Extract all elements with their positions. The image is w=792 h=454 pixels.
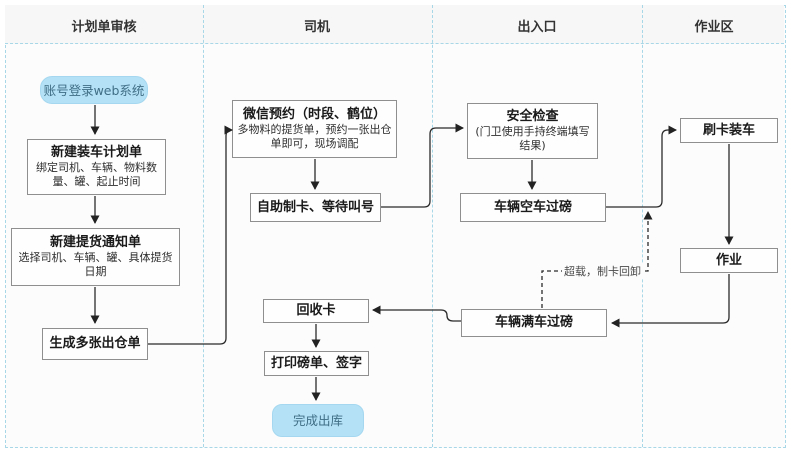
node-subtitle: 选择司机、车辆、罐、具体提货日期	[18, 251, 173, 278]
node-title: 安全检查	[506, 109, 559, 125]
node-title: 新建提货通知单	[49, 235, 141, 251]
node-title: 新建装车计划单	[50, 145, 142, 161]
node-title: 生成多张出仓单	[49, 336, 141, 352]
node-title: 车辆满车过磅	[494, 315, 573, 331]
node-print-and-sign[interactable]: 打印磅单、签字	[264, 351, 369, 376]
lane-header-gate: 出入口	[517, 20, 557, 35]
node-login-start[interactable]: 账号登录web系统	[40, 76, 148, 104]
node-subtitle: 绑定司机、车辆、物料数量、罐、起止时间	[36, 161, 157, 188]
node-done-end[interactable]: 完成出库	[272, 404, 364, 437]
node-swipe-card-load[interactable]: 刷卡装车	[680, 118, 778, 143]
node-title: 微信预约（时段、鹤位）	[242, 107, 386, 123]
edge-label-overload: 超载，制卡回卸	[562, 263, 643, 279]
lane-header-plan-review: 计划单审核	[71, 20, 137, 35]
node-create-loading-plan[interactable]: 新建装车计划单 绑定司机、车辆、物料数量、罐、起止时间	[27, 139, 166, 195]
node-title: 作业	[715, 252, 742, 268]
lane-divider-2	[432, 5, 433, 447]
lane-divider-1	[203, 5, 204, 447]
node-full-weighing[interactable]: 车辆满车过磅	[461, 309, 607, 337]
node-title: 打印磅单、签字	[270, 355, 362, 371]
lane-header-driver: 司机	[303, 20, 331, 35]
lane-header-work-area: 作业区	[694, 20, 734, 35]
swimlane-frame	[5, 5, 786, 448]
lane-header-band	[5, 5, 784, 44]
node-done-label: 完成出库	[292, 413, 343, 428]
node-create-pickup-notice[interactable]: 新建提货通知单 选择司机、车辆、罐、具体提货日期	[11, 228, 180, 286]
node-title: 刷卡装车	[702, 122, 755, 138]
node-empty-weighing[interactable]: 车辆空车过磅	[460, 193, 606, 222]
node-login-label: 账号登录web系统	[43, 82, 145, 98]
node-safety-check[interactable]: 安全检查 (门卫使用手持终端填写结果)	[467, 103, 598, 159]
node-wechat-booking[interactable]: 微信预约（时段、鹤位） 多物料的提货单，预约一张出仓单即可，现场调配	[232, 100, 397, 158]
node-title: 车辆空车过磅	[493, 199, 572, 215]
node-subtitle: 多物料的提货单，预约一张出仓单即可，现场调配	[237, 123, 392, 150]
node-self-service-card[interactable]: 自助制卡、等待叫号	[250, 193, 381, 222]
node-operation[interactable]: 作业	[680, 248, 778, 273]
lane-divider-3	[642, 5, 643, 447]
node-title: 回收卡	[296, 303, 336, 319]
node-subtitle: (门卫使用手持终端填写结果)	[475, 125, 590, 152]
node-recycle-card[interactable]: 回收卡	[263, 299, 369, 323]
node-generate-outbound-orders[interactable]: 生成多张出仓单	[42, 328, 148, 360]
node-title: 自助制卡、等待叫号	[256, 199, 374, 215]
